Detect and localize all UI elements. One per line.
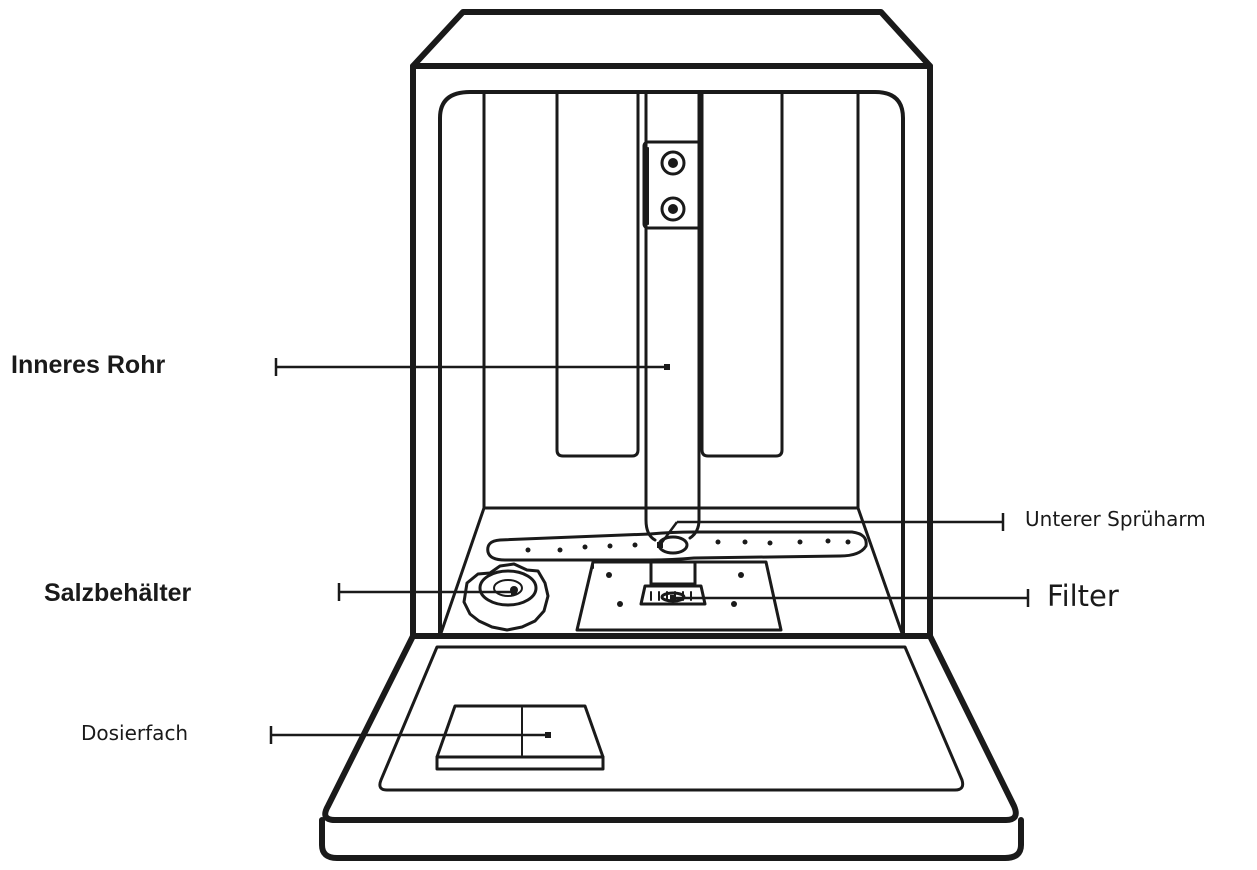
leader-salt-container: [337, 583, 517, 601]
cabinet-top: [410, 9, 933, 69]
label-lower-spray-arm: Unterer Sprüharm: [1025, 507, 1206, 531]
leader-detergent-dispenser: [269, 726, 551, 744]
nozzle-lower-icon: [660, 196, 686, 222]
open-door: [319, 633, 1024, 861]
cabinet-frame: [410, 63, 933, 639]
detergent-dispenser: [435, 704, 605, 771]
inner-tub: [438, 90, 905, 638]
inner-pipe: [642, 90, 704, 542]
label-filter: Filter: [1047, 579, 1119, 613]
nozzle-upper-icon: [660, 150, 686, 176]
leader-filter: [670, 589, 1030, 607]
leader-lower-spray-arm: [657, 513, 1005, 548]
lower-spray-arm: [486, 530, 868, 562]
leader-inner-pipe: [274, 358, 670, 376]
label-inner-pipe: Inneres Rohr: [11, 351, 165, 379]
label-salt-container: Salzbehälter: [44, 579, 192, 607]
salt-container-cap: [462, 562, 550, 632]
filter-plate: [575, 560, 783, 632]
label-detergent-dispenser: Dosierfach: [81, 721, 188, 745]
